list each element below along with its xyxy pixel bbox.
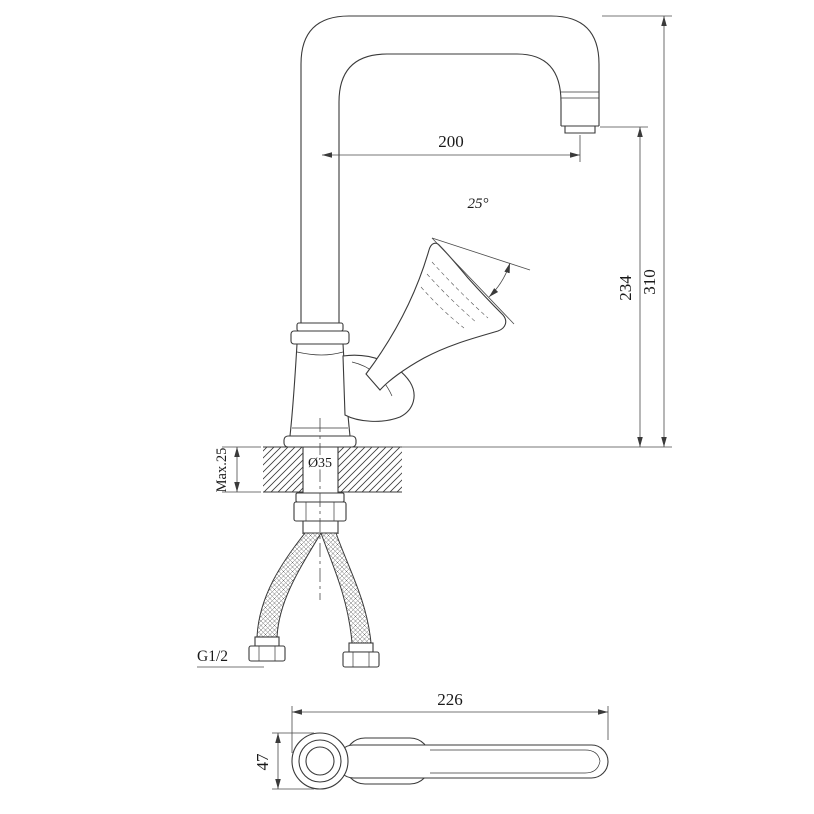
countertop-hatch-right (338, 447, 402, 492)
hose-fitting-left-facets (258, 646, 276, 661)
dim-47-label: 47 (253, 753, 272, 771)
hose-left (256, 532, 322, 638)
top-view-base-inner-circle (305, 746, 335, 776)
hose-fitting-left-collar (254, 636, 280, 647)
dim-310-label: 310 (640, 269, 659, 295)
top-view-base-mid-circle (298, 739, 342, 783)
riser-collar-upper (296, 322, 344, 332)
top-view-dimensions: 226 47 (253, 690, 609, 790)
dim-hole-diameter-label: Ø35 (308, 456, 332, 471)
dim-top-width: 47 (253, 732, 314, 790)
dim-234-label: 234 (616, 275, 635, 301)
hose-fitting-right-collar (348, 642, 374, 653)
handle-lever (365, 242, 507, 391)
countertop-section (263, 446, 402, 493)
countertop-hatch-left (263, 447, 303, 492)
thread-label: G1/2 (197, 648, 228, 665)
spout-aerator (564, 126, 596, 134)
handle (342, 242, 507, 422)
front-view (248, 15, 600, 668)
dim-226-label: 226 (437, 690, 463, 709)
mounting-nut-facets (305, 502, 335, 521)
top-view-lever-inner-line (430, 749, 601, 774)
dim-thread-callout: G1/2 (197, 648, 264, 668)
dim-max25-label: Max.25 (214, 448, 230, 493)
spout (300, 15, 600, 332)
hose-fitting-right-nut (342, 651, 380, 668)
riser-collar-lower (290, 330, 350, 345)
hose-right (320, 532, 372, 644)
spout-outer-wall (300, 15, 600, 332)
dim-max25-ext (222, 446, 261, 493)
hose-fitting-right-facets (352, 652, 370, 667)
spout-inner-wall (338, 53, 562, 332)
dim-top-length: 226 (291, 690, 609, 753)
hose-fitting-left-nut (248, 645, 286, 662)
dim-outlet-height: 234 (358, 126, 672, 448)
dim-counter-thickness: Max.25 (214, 446, 261, 493)
angle-label: 25° (468, 196, 489, 212)
front-view-dimensions: 200 25° 234 310 Max.25 Ø35 (197, 15, 672, 668)
supply-hoses (256, 532, 372, 644)
handle-shading-lines (420, 261, 489, 329)
hose-fittings (248, 636, 380, 668)
spout-outlet-joint (561, 91, 599, 99)
top-view (291, 732, 609, 790)
top-view-base-outer-circle (291, 732, 349, 790)
angle-arc (488, 262, 511, 298)
dim-spout-reach: 200 (322, 132, 581, 162)
angle-ray-upper (431, 237, 531, 271)
dim-200-label: 200 (438, 132, 464, 151)
dim-handle-angle: 25° (431, 196, 531, 325)
dim-overall-height: 310 (602, 15, 672, 447)
angle-ray-lower (431, 237, 515, 325)
